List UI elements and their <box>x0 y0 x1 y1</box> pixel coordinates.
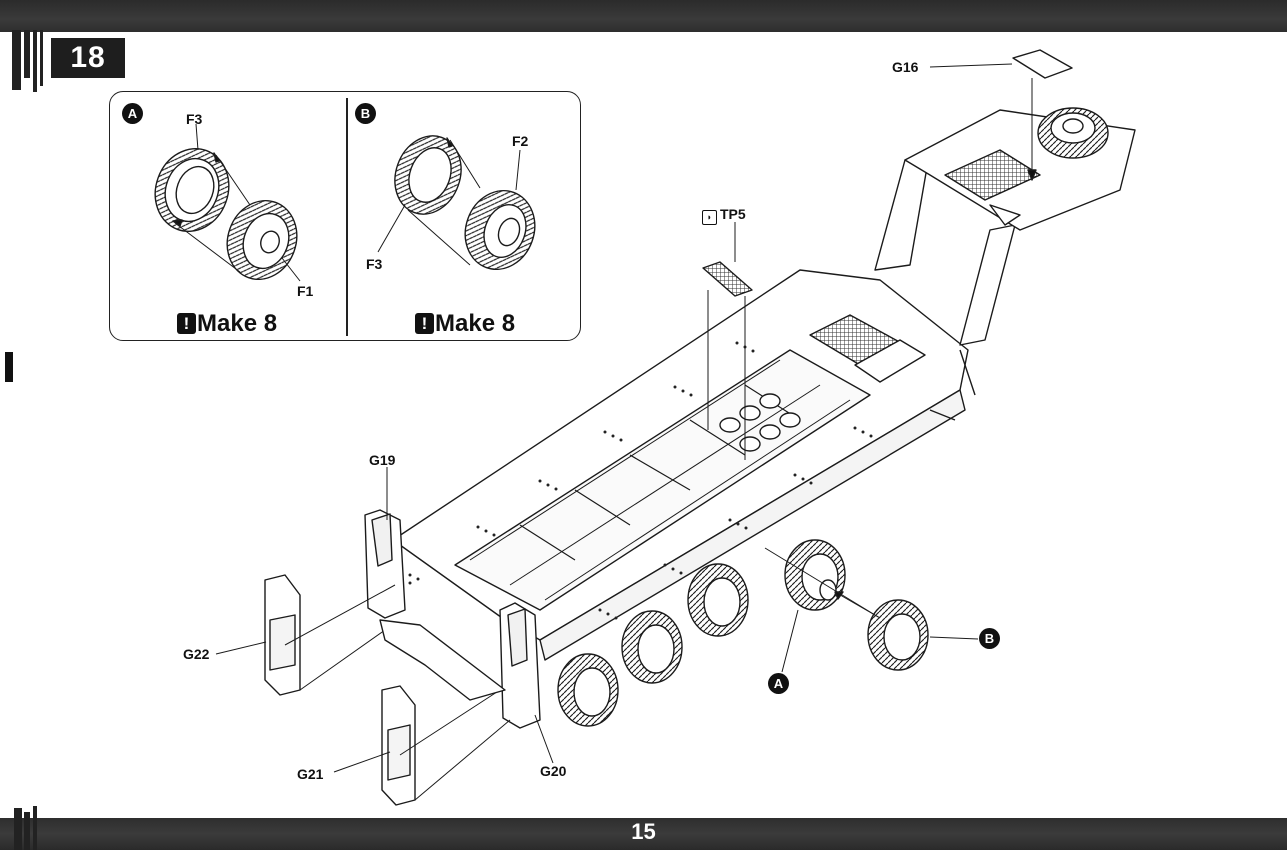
gooseneck <box>874 49 1136 421</box>
panel-b-marker: B <box>355 103 376 124</box>
page-number: 15 <box>631 819 656 844</box>
make-count-b: !Make 8 <box>415 310 515 338</box>
marker-b: B <box>979 628 1000 649</box>
ramp-g19 <box>364 509 406 619</box>
label-tp5-text: TP5 <box>720 206 746 222</box>
label-g20: G20 <box>540 763 567 779</box>
make-count-a-text: Make 8 <box>197 310 278 337</box>
footer-bar <box>0 818 1287 850</box>
label-f3-b: F3 <box>366 256 383 272</box>
panel-a-marker: A <box>122 103 143 124</box>
make-count-b-text: Make 8 <box>435 310 516 337</box>
label-g21: G21 <box>297 766 324 782</box>
sub-assembly-inset <box>109 91 581 341</box>
wheel-assembly-a-position <box>784 539 846 611</box>
exclamation-icon: ! <box>177 313 196 334</box>
label-tp5: ◗TP5 <box>702 206 746 225</box>
label-g22: G22 <box>183 646 210 662</box>
make-count-a: !Make 8 <box>177 310 277 338</box>
label-f3-a: F3 <box>186 111 203 127</box>
road-wheels <box>557 539 979 727</box>
ramp-g21 <box>381 685 511 806</box>
label-g16: G16 <box>892 59 919 75</box>
ramp-g22 <box>264 574 396 696</box>
label-f2: F2 <box>512 133 529 149</box>
exclamation-icon: ! <box>415 313 434 334</box>
binding-edge-marks <box>5 30 43 850</box>
paint-pot-icon: ◗ <box>702 210 717 225</box>
ramp-g20 <box>499 602 541 729</box>
label-g19: G19 <box>369 452 396 468</box>
header-bar <box>0 0 1287 32</box>
label-f1: F1 <box>297 283 314 299</box>
inset-divider <box>346 98 348 336</box>
step-number: 18 <box>51 38 125 78</box>
wheel-assembly-b-position <box>867 599 929 671</box>
marker-a: A <box>768 673 789 694</box>
